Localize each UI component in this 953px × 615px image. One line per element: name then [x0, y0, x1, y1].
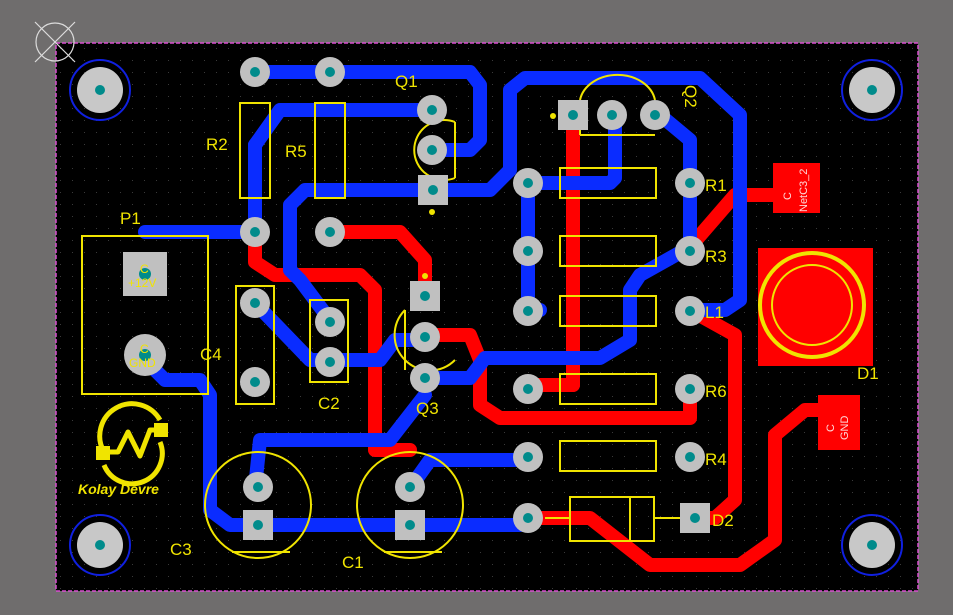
pad[interactable]: [675, 236, 705, 266]
pad[interactable]: [243, 510, 273, 540]
r3-outline: [559, 235, 657, 267]
pad[interactable]: [417, 135, 447, 165]
designator-l1[interactable]: L1: [705, 303, 724, 322]
origin-crosshair-icon: [34, 21, 76, 63]
d1-outline: [758, 251, 866, 359]
p1-outline: [81, 235, 209, 395]
pad[interactable]: [597, 100, 627, 130]
board-outline: [55, 42, 919, 592]
square-pads: [123, 100, 710, 540]
gnd-pad-label-a: C: [825, 424, 837, 432]
designator-c1[interactable]: C1: [342, 553, 364, 572]
pad[interactable]: [675, 374, 705, 404]
q2-outline: [579, 73, 656, 101]
designator-d1[interactable]: D1: [857, 364, 879, 383]
r5-outline: [314, 102, 346, 199]
pad[interactable]: [675, 168, 705, 198]
gnd-pad-label-b: GND: [839, 416, 851, 441]
p1-pin2-net-label-b: GND: [129, 356, 156, 370]
r2-outline: [239, 102, 271, 199]
designator-r4[interactable]: R4: [705, 450, 727, 469]
r4-outline: [559, 440, 657, 472]
p1-pin1-net-label-a: C: [140, 262, 149, 276]
designator-c2[interactable]: C2: [318, 394, 340, 413]
pad[interactable]: [513, 503, 543, 533]
r1-outline: [559, 167, 657, 199]
pad[interactable]: [240, 57, 270, 87]
pad[interactable]: [675, 296, 705, 326]
pad[interactable]: [513, 374, 543, 404]
designator-r5[interactable]: R5: [285, 142, 307, 161]
designator-p1[interactable]: P1: [120, 209, 141, 228]
pad[interactable]: [410, 363, 440, 393]
pad[interactable]: [680, 503, 710, 533]
c4-outline: [235, 285, 275, 405]
pad[interactable]: [124, 334, 166, 376]
pad[interactable]: [675, 442, 705, 472]
pad[interactable]: [395, 510, 425, 540]
pad[interactable]: [315, 307, 345, 337]
through-hole-pads: [124, 57, 705, 533]
designator-q2[interactable]: Q2: [681, 85, 700, 108]
kolay-devre-logo-icon: [96, 401, 168, 487]
pad[interactable]: [315, 57, 345, 87]
gnd-smd-pad[interactable]: [818, 395, 860, 450]
pad[interactable]: [417, 95, 447, 125]
designator-r3[interactable]: R3: [705, 247, 727, 266]
pad[interactable]: [240, 217, 270, 247]
pad[interactable]: [315, 347, 345, 377]
designator-r6[interactable]: R6: [705, 382, 727, 401]
pad[interactable]: [558, 100, 588, 130]
pad[interactable]: [410, 322, 440, 352]
designator-q1[interactable]: Q1: [395, 72, 418, 91]
net-c3-pad-label-a: C: [782, 192, 794, 200]
p1-pin2-net-label-a: C: [140, 342, 149, 356]
c1-outline: [356, 451, 464, 559]
r6-outline: [559, 373, 657, 405]
pad[interactable]: [395, 472, 425, 502]
designator-c4[interactable]: C4: [200, 345, 222, 364]
pad[interactable]: [513, 168, 543, 198]
l1-outline: [559, 295, 657, 327]
designator-r1[interactable]: R1: [705, 176, 727, 195]
pad[interactable]: [240, 367, 270, 397]
net-c3-pad-label-b: NetC3_2: [798, 169, 810, 212]
mounting-hole-icon: [69, 514, 131, 576]
pad[interactable]: [418, 175, 448, 205]
designator-q3[interactable]: Q3: [416, 399, 439, 418]
pad[interactable]: [315, 217, 345, 247]
pad[interactable]: [240, 288, 270, 318]
pad[interactable]: [123, 252, 167, 296]
pad[interactable]: [513, 236, 543, 266]
designator-r2[interactable]: R2: [206, 135, 228, 154]
mounting-hole-icon: [841, 514, 903, 576]
c3-outline: [204, 451, 312, 559]
logo-text: Kolay Devre: [78, 481, 159, 497]
pad[interactable]: [410, 281, 440, 311]
net-c3-smd-pad[interactable]: [773, 163, 820, 213]
mounting-hole-icon: [841, 59, 903, 121]
pad[interactable]: [243, 472, 273, 502]
pad[interactable]: [513, 296, 543, 326]
mounting-hole-icon: [69, 59, 131, 121]
designator-c3[interactable]: C3: [170, 540, 192, 559]
designator-d2[interactable]: D2: [712, 511, 734, 530]
pad[interactable]: [640, 100, 670, 130]
p1-pin1-net-label-b: +12V: [128, 276, 156, 290]
c2-outline: [309, 299, 349, 383]
pad[interactable]: [513, 442, 543, 472]
